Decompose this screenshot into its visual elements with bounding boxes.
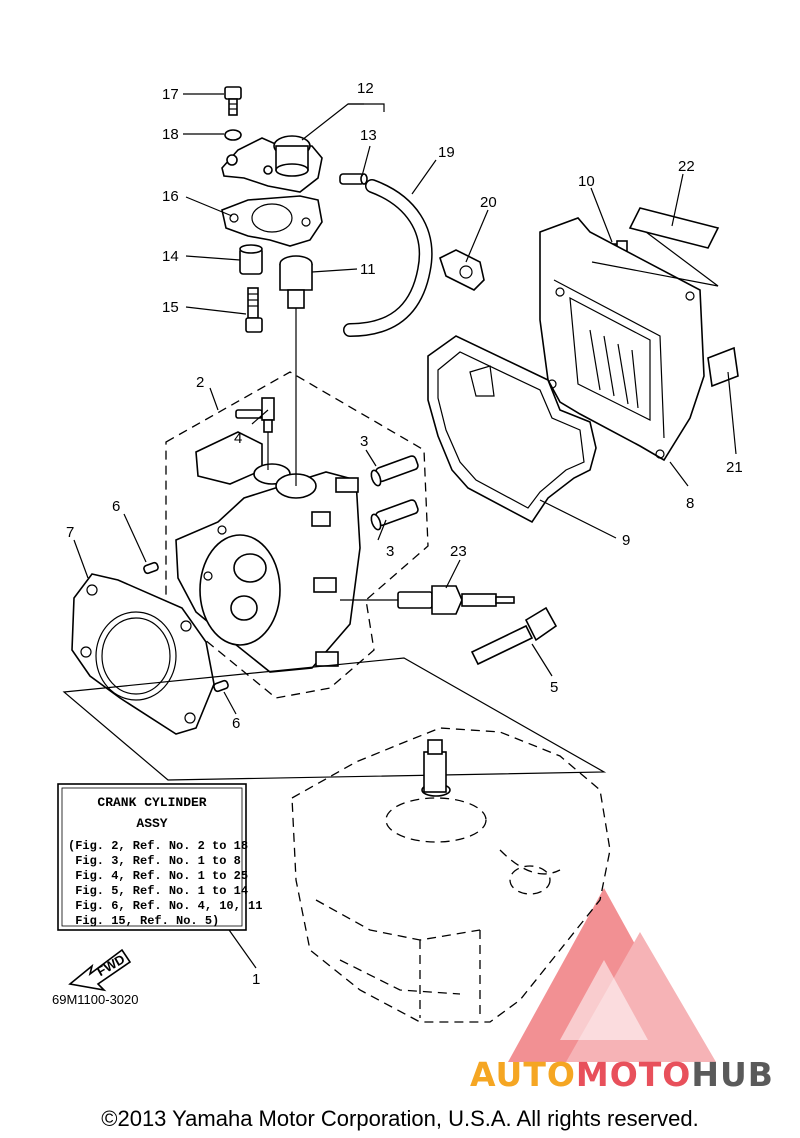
assy-ref-line: (Fig. 2, Ref. No. 2 to 18: [68, 839, 248, 853]
callout-6a: 6: [112, 498, 120, 515]
anode-3-lower: [370, 499, 419, 531]
callout-2: 2: [196, 374, 204, 391]
hose-19: [343, 179, 433, 337]
callout-19: 19: [438, 144, 455, 161]
label-21: [707, 346, 739, 388]
callout-17: 17: [162, 86, 179, 103]
crankcase-outline: [62, 657, 607, 781]
callout-3b: 3: [386, 543, 394, 560]
assy-title-line2: ASSY: [136, 816, 167, 831]
group-outline-2: [165, 371, 429, 699]
bolt-15: [245, 287, 263, 333]
part-code: 69M1100-3020: [52, 992, 139, 1007]
fitting-4: [235, 397, 275, 433]
fwd-arrow: FWD: [68, 948, 132, 992]
callout-14: 14: [162, 248, 179, 265]
head-gasket-7: [71, 573, 215, 735]
crankcase-1: [291, 727, 611, 1023]
callout-3a: 3: [360, 433, 368, 450]
assy-title-line1: CRANK CYLINDER: [97, 795, 206, 810]
assy-ref-line: Fig. 3, Ref. No. 1 to 8: [68, 854, 241, 868]
callout-16: 16: [162, 188, 179, 205]
callout-4: 4: [234, 430, 242, 447]
callout-21: 21: [726, 459, 743, 476]
copyright-line: ©2013 Yamaha Motor Corporation, U.S.A. A…: [101, 1106, 698, 1131]
cylinder-head: [175, 431, 361, 673]
collar-14: [239, 244, 263, 275]
assy-ref-line: Fig. 5, Ref. No. 1 to 14: [68, 884, 248, 898]
callout-10: 10: [578, 173, 595, 190]
leader-lines: [73, 93, 737, 969]
callout-7: 7: [66, 524, 74, 541]
callout-11: 11: [360, 261, 376, 278]
callout-13: 13: [360, 127, 377, 144]
assy-ref-line: Fig. 4, Ref. No. 1 to 25: [68, 869, 248, 883]
assy-ref-line: Fig. 15, Ref. No. 5): [68, 914, 219, 928]
callout-22: 22: [678, 158, 695, 175]
callout-20: 20: [480, 194, 497, 211]
dowel-6-lower: [213, 679, 229, 693]
spark-plug-23: [397, 585, 515, 615]
label-22: [628, 207, 720, 249]
watermark-text: AUTOMOTOHUB: [470, 1055, 774, 1094]
dowel-6-upper: [143, 561, 159, 575]
callout-12: 12: [357, 80, 374, 97]
clip-20: [439, 249, 485, 291]
bolt-17: [224, 86, 242, 116]
callout-1: 1: [252, 971, 260, 988]
assy-reference-box: CRANK CYLINDER ASSY (Fig. 2, Ref. No. 2 …: [57, 783, 262, 931]
thermostat-11: [279, 255, 313, 309]
gasket-9: [427, 335, 597, 524]
gasket-16: [221, 195, 323, 247]
callout-23: 23: [450, 543, 467, 560]
washer-18: [224, 129, 242, 141]
callout-9: 9: [622, 532, 630, 549]
callout-numbers: 17 18 16 14 15 12 13 11 19 20 10 22 2 4 …: [66, 80, 743, 988]
fitting-13: [339, 173, 368, 185]
callout-6b: 6: [232, 715, 240, 732]
watermark-logo-triangle: [508, 888, 716, 1062]
thermostat-cover-12: [221, 135, 323, 193]
assy-ref-line: Fig. 6, Ref. No. 4, 10, 11: [68, 899, 262, 913]
callout-18: 18: [162, 126, 179, 143]
callout-5: 5: [550, 679, 558, 696]
anode-3-upper: [370, 455, 419, 487]
callout-15: 15: [162, 299, 179, 316]
callout-8: 8: [686, 495, 694, 512]
bolt-5: [470, 606, 558, 666]
